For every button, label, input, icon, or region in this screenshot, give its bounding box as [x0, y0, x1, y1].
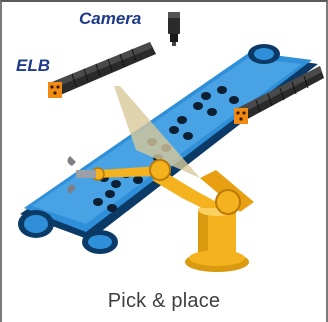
camera-label: Camera [79, 9, 141, 29]
pick-and-place-illustration [2, 2, 326, 282]
camera-icon [168, 12, 180, 46]
elb-sensor-icon [48, 42, 156, 98]
elb-label: ELB [16, 56, 50, 76]
card-caption: Pick & place [2, 290, 326, 313]
